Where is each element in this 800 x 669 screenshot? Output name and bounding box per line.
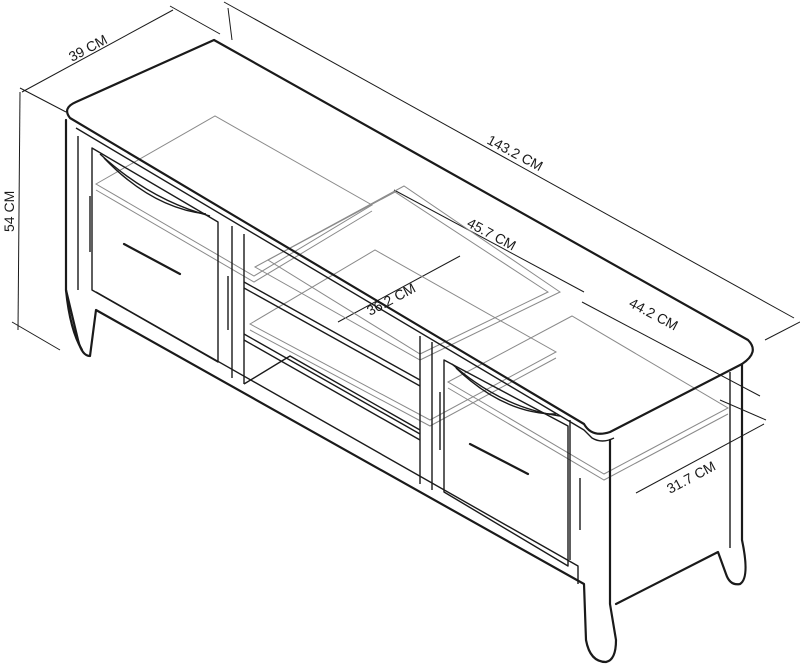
label-depth-total: 39 CM [66,31,110,64]
left-drawer-handle [122,242,182,276]
label-cupboard-width: 44.2 CM [627,295,681,334]
label-height-total: 54 CM [1,191,17,232]
label-shelf-width: 45.7 CM [465,215,519,254]
label-shelf-depth: 36.2 CM [364,280,418,319]
left-cupboard-door [89,147,229,363]
tv-unit-carcass [64,38,754,664]
label-width-total: 143.2 CM [485,132,546,175]
right-drawer-handle [468,442,530,476]
right-cupboard-door [439,359,581,567]
hidden-shelf-outlines [94,115,730,481]
